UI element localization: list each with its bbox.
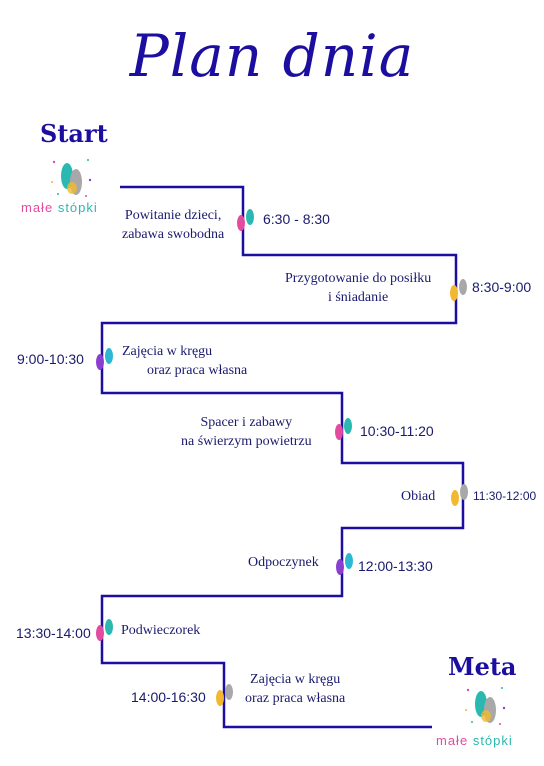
time-7: 13:30-14:00 bbox=[16, 625, 91, 641]
activity-1: Powitanie dzieci, zabawa swobodna bbox=[122, 206, 224, 244]
feet-icon bbox=[96, 348, 113, 370]
feet-icon bbox=[335, 418, 352, 440]
activity-5: Obiad bbox=[401, 487, 435, 506]
end-label: Meta bbox=[448, 652, 517, 681]
activity-6: Odpoczynek bbox=[248, 553, 319, 572]
activity-3-line1: Zajęcia w kręgu bbox=[122, 344, 213, 359]
logo-start bbox=[48, 152, 94, 206]
page-title: Plan dnia bbox=[129, 22, 415, 90]
time-1: 6:30 - 8:30 bbox=[263, 211, 330, 227]
feet-icon bbox=[96, 619, 113, 641]
activity-5-line1: Obiad bbox=[401, 489, 436, 504]
brand-name-b: stópki bbox=[57, 200, 98, 215]
activity-2-line1: Przygotowanie do posiłku bbox=[285, 271, 432, 286]
logo-end bbox=[462, 680, 508, 734]
time-8: 14:00-16:30 bbox=[131, 689, 206, 705]
time-6: 12:00-13:30 bbox=[358, 558, 433, 574]
activity-8-line2: oraz praca własna bbox=[245, 691, 346, 706]
activity-4: Spacer i zabawy na świerzym powietrzu bbox=[181, 413, 312, 451]
brand-name-a: małe bbox=[436, 733, 469, 748]
activity-6-line1: Odpoczynek bbox=[248, 555, 319, 570]
activity-4-line2: na świerzym powietrzu bbox=[181, 434, 312, 449]
activity-2-line2: i śniadanie bbox=[327, 290, 389, 305]
feet-icon bbox=[216, 684, 233, 706]
feet-logo-icon bbox=[465, 687, 506, 725]
brand-name-b: stópki bbox=[472, 733, 513, 748]
activity-7-line1: Podwieczorek bbox=[121, 623, 201, 638]
feet-logo-icon bbox=[51, 159, 92, 197]
activity-8: Zajęcia w kręgu oraz praca własna bbox=[245, 670, 345, 708]
activity-1-line1: Powitanie dzieci, bbox=[124, 208, 222, 223]
start-label: Start bbox=[40, 119, 108, 148]
feet-icon bbox=[450, 279, 467, 301]
brand-name-end: małe stópki bbox=[436, 733, 513, 748]
brand-name-start: małe stópki bbox=[21, 200, 98, 215]
feet-icon bbox=[336, 553, 353, 575]
activity-4-line1: Spacer i zabawy bbox=[200, 415, 293, 430]
activity-3: Zajęcia w kręgu oraz praca własna bbox=[122, 342, 247, 380]
activity-1-line2: zabawa swobodna bbox=[122, 227, 225, 242]
feet-icon bbox=[451, 484, 468, 506]
brand-name-a: małe bbox=[21, 200, 54, 215]
activity-7: Podwieczorek bbox=[121, 621, 200, 640]
feet-icon bbox=[237, 209, 254, 231]
time-5: 11:30-12:00 bbox=[473, 489, 537, 503]
time-2: 8:30-9:00 bbox=[472, 279, 532, 295]
activity-3-line2: oraz praca własna bbox=[147, 363, 248, 378]
activity-8-line1: Zajęcia w kręgu bbox=[250, 672, 341, 687]
time-3: 9:00-10:30 bbox=[17, 351, 84, 367]
time-4: 10:30-11:20 bbox=[360, 423, 434, 439]
activity-2: Przygotowanie do posiłku i śniadanie bbox=[285, 269, 431, 307]
